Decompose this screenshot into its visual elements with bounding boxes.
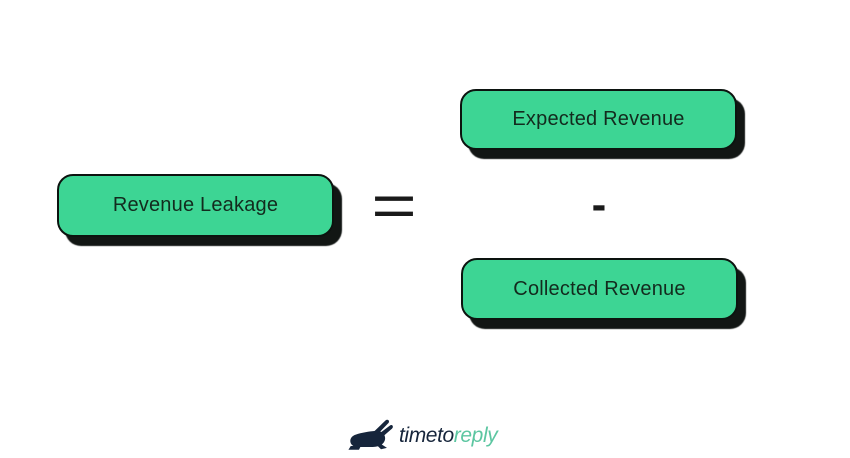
revenue-leakage-label: Revenue Leakage xyxy=(112,194,279,216)
expected-revenue-label: Expected Revenue xyxy=(512,108,685,130)
minus-sign: - xyxy=(591,180,607,229)
equals-sign: = xyxy=(371,171,417,239)
expected-revenue-box: Expected Revenue xyxy=(460,89,737,150)
rabbit-icon xyxy=(348,419,393,450)
brand-name: timetoreply xyxy=(399,423,498,448)
revenue-leakage-box: Revenue Leakage xyxy=(57,174,334,237)
collected-revenue-box: Collected Revenue xyxy=(461,258,738,320)
brand-logo: timetoreply xyxy=(347,419,498,452)
brand-name-part2: reply xyxy=(453,423,498,447)
brand-name-part1: timeto xyxy=(399,423,454,447)
collected-revenue-label: Collected Revenue xyxy=(513,277,686,300)
